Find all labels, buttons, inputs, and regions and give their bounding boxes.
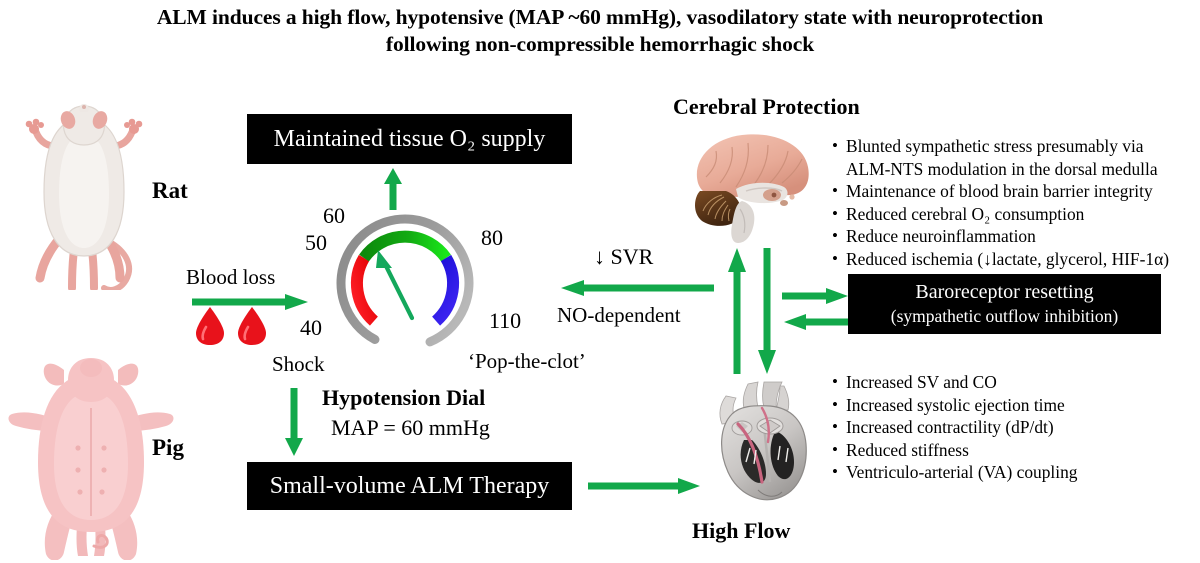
alm-to-heart-arrow (588, 478, 700, 494)
dial-tick-110: 110 (489, 308, 522, 333)
heart-illustration (719, 381, 807, 501)
list-item-continuation: ALM-NTS modulation in the dorsal medulla (846, 158, 1158, 179)
dial-tick-40: 40 (300, 315, 322, 340)
map-value-label: MAP = 60 mmHg (331, 415, 490, 440)
title-line-2: following non-compressible hemorrhagic s… (385, 32, 815, 56)
baroreceptor-subtitle: (sympathetic outflow inhibition) (890, 306, 1119, 326)
pig-label: Pig (152, 435, 184, 460)
dial-to-alm-arrow (285, 388, 303, 456)
rat-label: Rat (152, 178, 188, 203)
blood-drop-icons (196, 307, 266, 345)
dial-tick-80: 80 (481, 225, 503, 250)
baroreceptor-title: Baroreceptor resetting (915, 281, 1094, 303)
list-item: Reduced ischemia (↓lactate, glycerol, HI… (832, 247, 1169, 270)
brain-to-heart-arrow (758, 248, 776, 374)
hypotension-dial (336, 214, 474, 352)
shock-label: Shock (272, 352, 325, 376)
list-item: Maintenance of blood brain barrier integ… (832, 180, 1169, 202)
list-item: Reduce neuroinflammation (832, 225, 1169, 247)
list-item: Increased contractility (dP/dt) (832, 416, 1077, 438)
list-item: Increased SV and CO (832, 371, 1077, 393)
figure-title: ALM induces a high flow, hypotensive (MA… (0, 4, 1200, 58)
list-item: Reduced cerebral O₂ consumption (832, 202, 1169, 225)
list-item: Increased systolic ejection time (832, 393, 1077, 416)
cerebral-protection-list: Blunted sympathetic stress presumably vi… (832, 135, 1169, 271)
svr-arrow (561, 280, 714, 296)
rat-illustration (25, 104, 143, 290)
heart-to-brain-arrow (728, 248, 746, 374)
list-item: Reduced stiffness (832, 438, 1077, 461)
baroreceptor-resetting-box: Baroreceptor resetting (sympathetic outf… (848, 274, 1161, 334)
list-item: Ventriculo-arterial (VA) coupling (832, 461, 1077, 483)
cardiac-effects-list: Increased SV and CO Increased systolic e… (832, 371, 1077, 485)
pig-illustration (8, 358, 174, 560)
maintained-o2-supply-label: Maintained tissue O₂ supply (273, 125, 546, 152)
to-baroreceptor-arrow (782, 288, 848, 304)
alm-therapy-box: Small-volume ALM Therapy (247, 462, 572, 510)
pop-the-clot-label: ‘Pop-the-clot’ (468, 349, 586, 373)
maintained-o2-supply-box: Maintained tissue O₂ supply (247, 114, 572, 164)
dial-tick-60: 60 (323, 203, 345, 228)
high-flow-heading: High Flow (692, 518, 791, 543)
list-item: Blunted sympathetic stress presumably vi… (832, 135, 1169, 157)
title-line-1: ALM induces a high flow, hypotensive (MA… (156, 5, 1044, 29)
brain-illustration (695, 134, 809, 243)
no-dependent-label: NO-dependent (557, 303, 681, 327)
alm-therapy-label: Small-volume ALM Therapy (269, 472, 550, 499)
hypotension-dial-caption: Hypotension Dial (322, 385, 486, 410)
blood-loss-label: Blood loss (186, 265, 276, 289)
dial-tick-50: 50 (305, 230, 327, 255)
cerebral-protection-heading: Cerebral Protection (673, 94, 860, 119)
from-baroreceptor-arrow (784, 314, 848, 330)
dial-to-o2-arrow (384, 168, 402, 210)
dial-needle (376, 250, 415, 321)
blood-loss-arrow (192, 294, 308, 310)
svr-label: ↓ SVR (594, 244, 654, 269)
